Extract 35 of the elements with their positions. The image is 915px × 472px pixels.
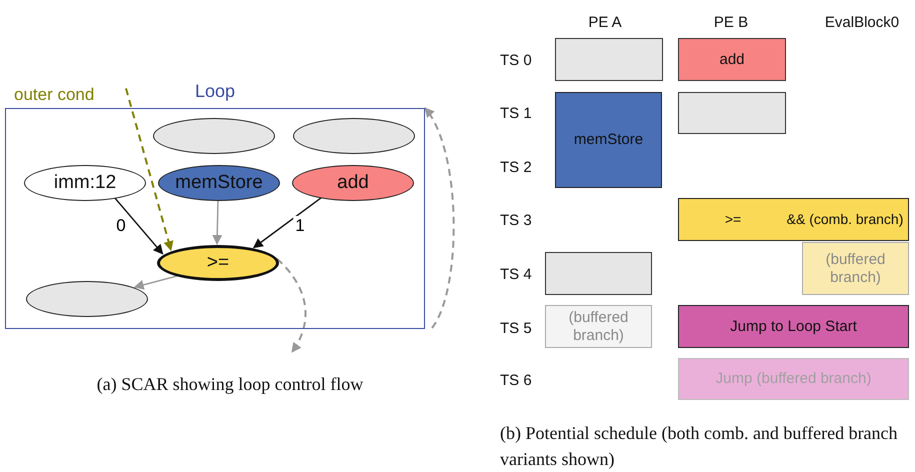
schedule-block xyxy=(678,198,909,241)
schedule-block: (buffered branch) xyxy=(802,242,909,295)
column-header: PE B xyxy=(712,13,750,33)
arrow xyxy=(125,88,174,252)
operation-ellipse: >= xyxy=(157,245,279,281)
schedule-block xyxy=(555,38,663,81)
schedule-block: add xyxy=(678,38,786,81)
schedule-block: memStore xyxy=(555,92,662,188)
schedule-block xyxy=(545,252,652,295)
arrow xyxy=(424,107,455,329)
group-title: Loop xyxy=(194,81,236,102)
schedule-block: Jump to Loop Start xyxy=(678,305,909,348)
column-header: EvalBlock0 xyxy=(824,13,900,33)
schedule-block xyxy=(678,92,786,134)
row-label: TS 2 xyxy=(500,158,533,178)
row-label: TS 4 xyxy=(500,265,533,285)
operation-ellipse: imm:12 xyxy=(24,165,146,201)
row-label: TS 6 xyxy=(500,371,533,391)
block-text: >= xyxy=(724,211,742,228)
operation-ellipse: add xyxy=(292,165,414,201)
schedule-block: Jump (buffered branch) xyxy=(678,358,909,400)
arrow xyxy=(134,275,178,290)
schedule-block: (buffered branch) xyxy=(545,305,652,348)
condition-label: outer cond xyxy=(14,84,126,106)
figure-caption: (b) Potential schedule (both comb. and buffered branch variants shown) xyxy=(500,422,899,472)
figure-caption: (a) SCAR showing loop control flow xyxy=(96,373,364,396)
row-label: TS 1 xyxy=(500,104,533,124)
row-label: TS 0 xyxy=(500,51,533,71)
row-label: TS 5 xyxy=(500,319,533,339)
block-text: && (comb. branch) xyxy=(786,211,904,228)
arrow xyxy=(114,197,164,255)
row-label: TS 3 xyxy=(500,211,533,231)
arrow xyxy=(212,200,222,245)
column-header: PE A xyxy=(587,13,623,33)
operation-ellipse: memStore xyxy=(158,165,280,201)
